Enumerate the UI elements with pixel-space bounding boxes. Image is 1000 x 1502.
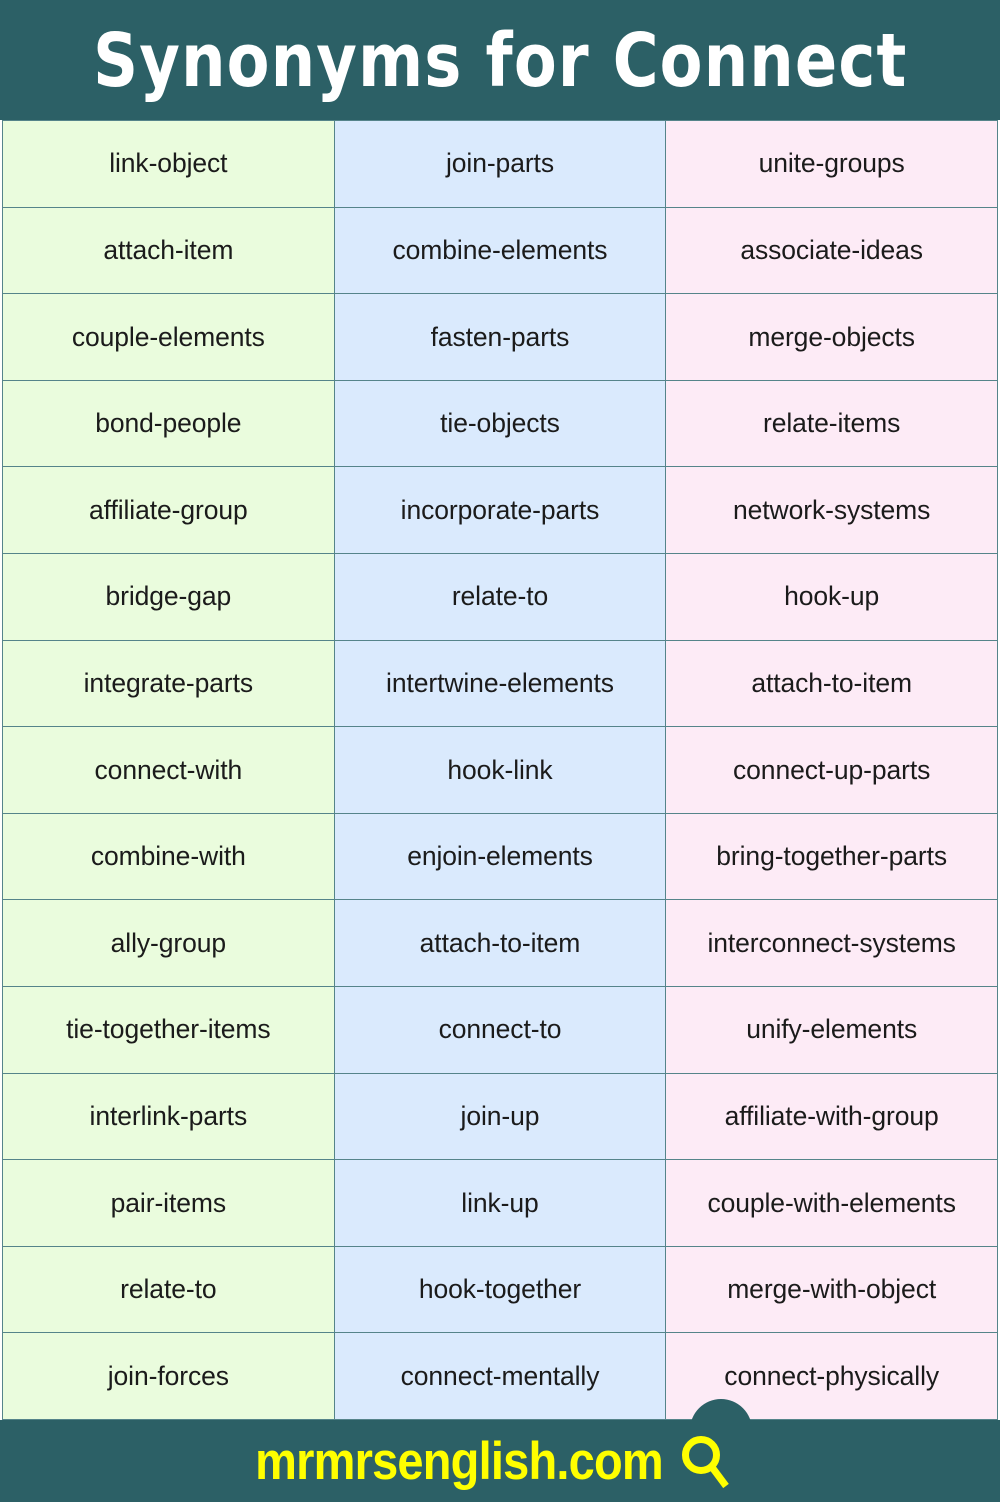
page-footer: mrmrsenglish.com — [0, 1398, 1000, 1502]
synonym-cell: enjoin-elements — [333, 812, 667, 901]
synonym-cell: interconnect-systems — [665, 899, 998, 987]
synonym-cell: connect-with — [2, 726, 335, 814]
synonym-cell: link-object — [2, 120, 335, 208]
synonym-cell: join-forces — [2, 1332, 335, 1420]
synonym-cell: join-up — [333, 1072, 667, 1161]
synonym-cell: couple-with-elements — [665, 1159, 998, 1247]
synonym-cell: merge-with-object — [665, 1245, 998, 1334]
synonym-cell: affiliate-group — [2, 466, 335, 554]
synonym-cell: fasten-parts — [333, 293, 667, 381]
synonym-cell: relate-to — [333, 552, 667, 641]
synonym-cell: ally-group — [2, 899, 335, 987]
synonym-cell: combine-elements — [333, 206, 667, 295]
page-title: Synonyms for Connect — [92, 16, 908, 104]
footer-bump-decoration — [690, 1398, 752, 1441]
synonym-cell: connect-mentally — [333, 1332, 667, 1420]
synonym-cell: intertwine-elements — [333, 639, 667, 728]
synonym-cell: connect-to — [333, 985, 667, 1074]
synonym-cell: attach-item — [2, 206, 335, 295]
synonym-cell: unite-groups — [665, 120, 998, 208]
synonym-cell: pair-items — [2, 1159, 335, 1247]
synonym-cell: interlink-parts — [2, 1072, 335, 1161]
synonym-cell: attach-to-item — [333, 899, 667, 987]
website-url[interactable]: mrmrsenglish.com — [255, 1431, 664, 1491]
synonym-cell: relate-items — [665, 379, 998, 468]
synonym-cell: tie-objects — [333, 379, 667, 468]
synonym-cell: incorporate-parts — [333, 466, 667, 554]
page-header: Synonyms for Connect — [0, 0, 1000, 120]
synonym-cell: bond-people — [2, 379, 335, 468]
synonym-cell: bridge-gap — [2, 552, 335, 641]
search-icon[interactable] — [677, 1430, 733, 1492]
synonym-cell: affiliate-with-group — [665, 1072, 998, 1161]
synonym-cell: associate-ideas — [665, 206, 998, 295]
synonym-cell: unify-elements — [665, 985, 998, 1074]
synonym-cell: link-up — [333, 1159, 667, 1247]
synonym-cell: connect-up-parts — [665, 726, 998, 814]
synonym-cell: hook-link — [333, 726, 667, 814]
synonym-cell: hook-together — [333, 1245, 667, 1334]
synonym-cell: relate-to — [2, 1245, 335, 1334]
synonym-cell: tie-together-items — [2, 985, 335, 1074]
synonym-cell: hook-up — [665, 552, 998, 641]
synonym-cell: bring-together-parts — [665, 812, 998, 901]
synonym-cell: attach-to-item — [665, 639, 998, 728]
footer-branding: mrmrsenglish.com — [255, 1430, 733, 1492]
synonym-cell: integrate-parts — [2, 639, 335, 728]
synonym-cell: couple-elements — [2, 293, 335, 381]
synonym-cell: network-systems — [665, 466, 998, 554]
synonym-cell: join-parts — [333, 120, 667, 208]
synonym-cell: merge-objects — [665, 293, 998, 381]
synonym-cell: combine-with — [2, 812, 335, 901]
